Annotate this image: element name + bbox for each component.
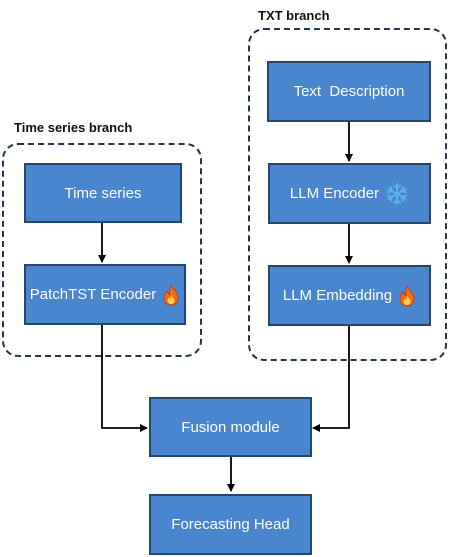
time-series-box: Time series	[24, 163, 182, 223]
arrow-llmembedding-to-fusion	[312, 326, 350, 432]
time-series-label: Time series	[64, 184, 142, 202]
txt-branch-label: TXT branch	[258, 8, 330, 23]
text-description-label: Text Description	[293, 83, 405, 100]
llm-encoder-box: LLM Encoder	[268, 163, 431, 224]
forecasting-head-label: Forecasting Head	[171, 516, 290, 533]
llm-embedding-box: LLM Embedding	[268, 265, 431, 326]
fire-icon	[162, 283, 180, 306]
llm-embedding-label: LLM Embedding	[282, 287, 393, 304]
time-series-branch-label: Time series branch	[14, 120, 133, 135]
forecasting-head-box: Forecasting Head	[149, 494, 312, 555]
txt-branch-container	[248, 28, 447, 361]
patchtst-encoder-label: PatchTST Encoder	[29, 286, 157, 303]
arrow-patchtst-to-fusion	[101, 325, 148, 432]
patchtst-encoder-box: PatchTST Encoder	[24, 264, 186, 325]
snowflake-icon	[385, 182, 409, 206]
text-description-box: Text Description	[267, 61, 431, 122]
llm-encoder-label: LLM Encoder	[289, 185, 380, 202]
fire-icon	[398, 284, 416, 307]
fusion-module-box: Fusion module	[149, 397, 312, 457]
fusion-module-label: Fusion module	[181, 418, 280, 436]
